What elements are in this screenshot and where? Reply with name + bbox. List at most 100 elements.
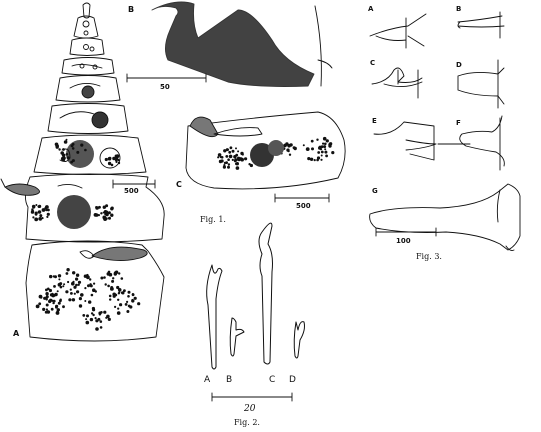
egg-dot <box>223 149 227 153</box>
fig2-scale-bar <box>211 392 293 402</box>
egg-dot <box>88 300 92 304</box>
egg-dot <box>292 146 296 150</box>
egg-dot <box>105 204 109 208</box>
egg-dot <box>121 291 125 295</box>
egg-dot <box>127 304 131 308</box>
egg-dot <box>86 314 89 318</box>
egg-dot <box>117 292 121 295</box>
egg-dot <box>116 311 121 315</box>
fig2-label-B: B <box>226 375 233 385</box>
egg-dot <box>131 299 135 303</box>
egg-dot <box>98 313 102 316</box>
egg-dot <box>105 213 109 216</box>
egg-dot <box>85 320 90 325</box>
egg-dot <box>37 210 42 214</box>
egg-dot <box>70 160 73 164</box>
egg-dot <box>45 298 48 301</box>
egg-dot <box>46 310 51 314</box>
egg-dot <box>235 162 239 166</box>
egg-dot <box>100 212 103 215</box>
egg-dot <box>93 282 96 285</box>
egg-dot <box>223 161 227 165</box>
egg-dot <box>249 163 253 168</box>
egg-dot <box>66 156 70 160</box>
egg-dot <box>65 290 69 294</box>
egg-dot <box>55 144 59 148</box>
egg-dot <box>57 274 62 278</box>
egg-dot <box>60 151 64 155</box>
egg-dot <box>126 300 129 303</box>
egg-dot <box>309 157 314 161</box>
egg-dot <box>110 207 114 211</box>
egg-dot <box>72 280 75 283</box>
egg-dot <box>82 314 86 317</box>
egg-dot <box>324 150 328 154</box>
fig3-caption: Fig. 3. <box>416 252 442 261</box>
egg-dot <box>45 208 48 212</box>
egg-dot <box>75 283 78 287</box>
egg-dot <box>90 312 94 315</box>
egg-dot <box>59 298 62 301</box>
fig2-hooks <box>206 222 305 370</box>
egg-dot <box>45 303 49 307</box>
egg-dot <box>105 210 109 214</box>
fig2-caption: Fig. 2. <box>234 418 260 427</box>
egg-dot <box>97 317 101 321</box>
egg-dot <box>133 296 137 300</box>
egg-dot <box>235 147 237 150</box>
egg-dot <box>331 151 335 155</box>
egg-dot <box>237 150 240 153</box>
egg-dot <box>117 161 121 165</box>
egg-dot <box>229 146 233 150</box>
egg-dot <box>103 310 107 314</box>
egg-dot <box>126 310 130 313</box>
egg-dot <box>110 163 114 167</box>
fig1c-scale-label: 500 <box>296 202 311 210</box>
egg-dot <box>123 289 126 293</box>
egg-dot <box>131 293 134 296</box>
egg-dot <box>75 277 79 281</box>
egg-dot <box>310 139 314 143</box>
egg-dot <box>234 158 238 162</box>
egg-dot <box>320 154 323 157</box>
egg-dot <box>316 138 319 141</box>
egg-dot <box>77 280 82 284</box>
egg-dot <box>99 326 103 329</box>
egg-dot <box>113 271 118 275</box>
egg-dot <box>220 159 224 163</box>
fig3-label-A: A <box>368 5 374 13</box>
egg-dot <box>35 304 40 309</box>
fig1b-scale-label: 50 <box>160 83 170 91</box>
egg-dot <box>117 307 120 310</box>
egg-dot <box>54 292 58 297</box>
egg-dot <box>323 145 327 149</box>
egg-dot <box>58 278 61 281</box>
fig1b-scale-bar <box>126 73 207 83</box>
egg-dot <box>71 147 75 150</box>
egg-dot <box>107 156 112 161</box>
fig1a-internal-organs <box>0 20 148 261</box>
egg-dot <box>112 156 116 161</box>
egg-dot <box>324 148 327 151</box>
egg-dot <box>49 274 53 279</box>
egg-dot <box>320 150 324 154</box>
egg-dot <box>244 157 248 161</box>
egg-dot <box>319 148 323 151</box>
fig3-scale-bar <box>375 227 437 237</box>
fig1a-worm-outline <box>25 2 165 342</box>
egg-dot <box>307 157 311 161</box>
egg-dot <box>59 285 63 289</box>
egg-dot <box>92 313 95 317</box>
egg-dot <box>80 293 84 297</box>
fig2-scale-label: 20 <box>244 404 256 414</box>
egg-dot <box>227 158 230 161</box>
egg-dot <box>217 156 220 159</box>
egg-dot <box>68 298 72 302</box>
egg-dot <box>86 273 89 277</box>
egg-dot <box>227 165 230 169</box>
egg-dot <box>48 299 52 304</box>
egg-dot <box>325 139 329 143</box>
egg-dot <box>49 293 54 297</box>
